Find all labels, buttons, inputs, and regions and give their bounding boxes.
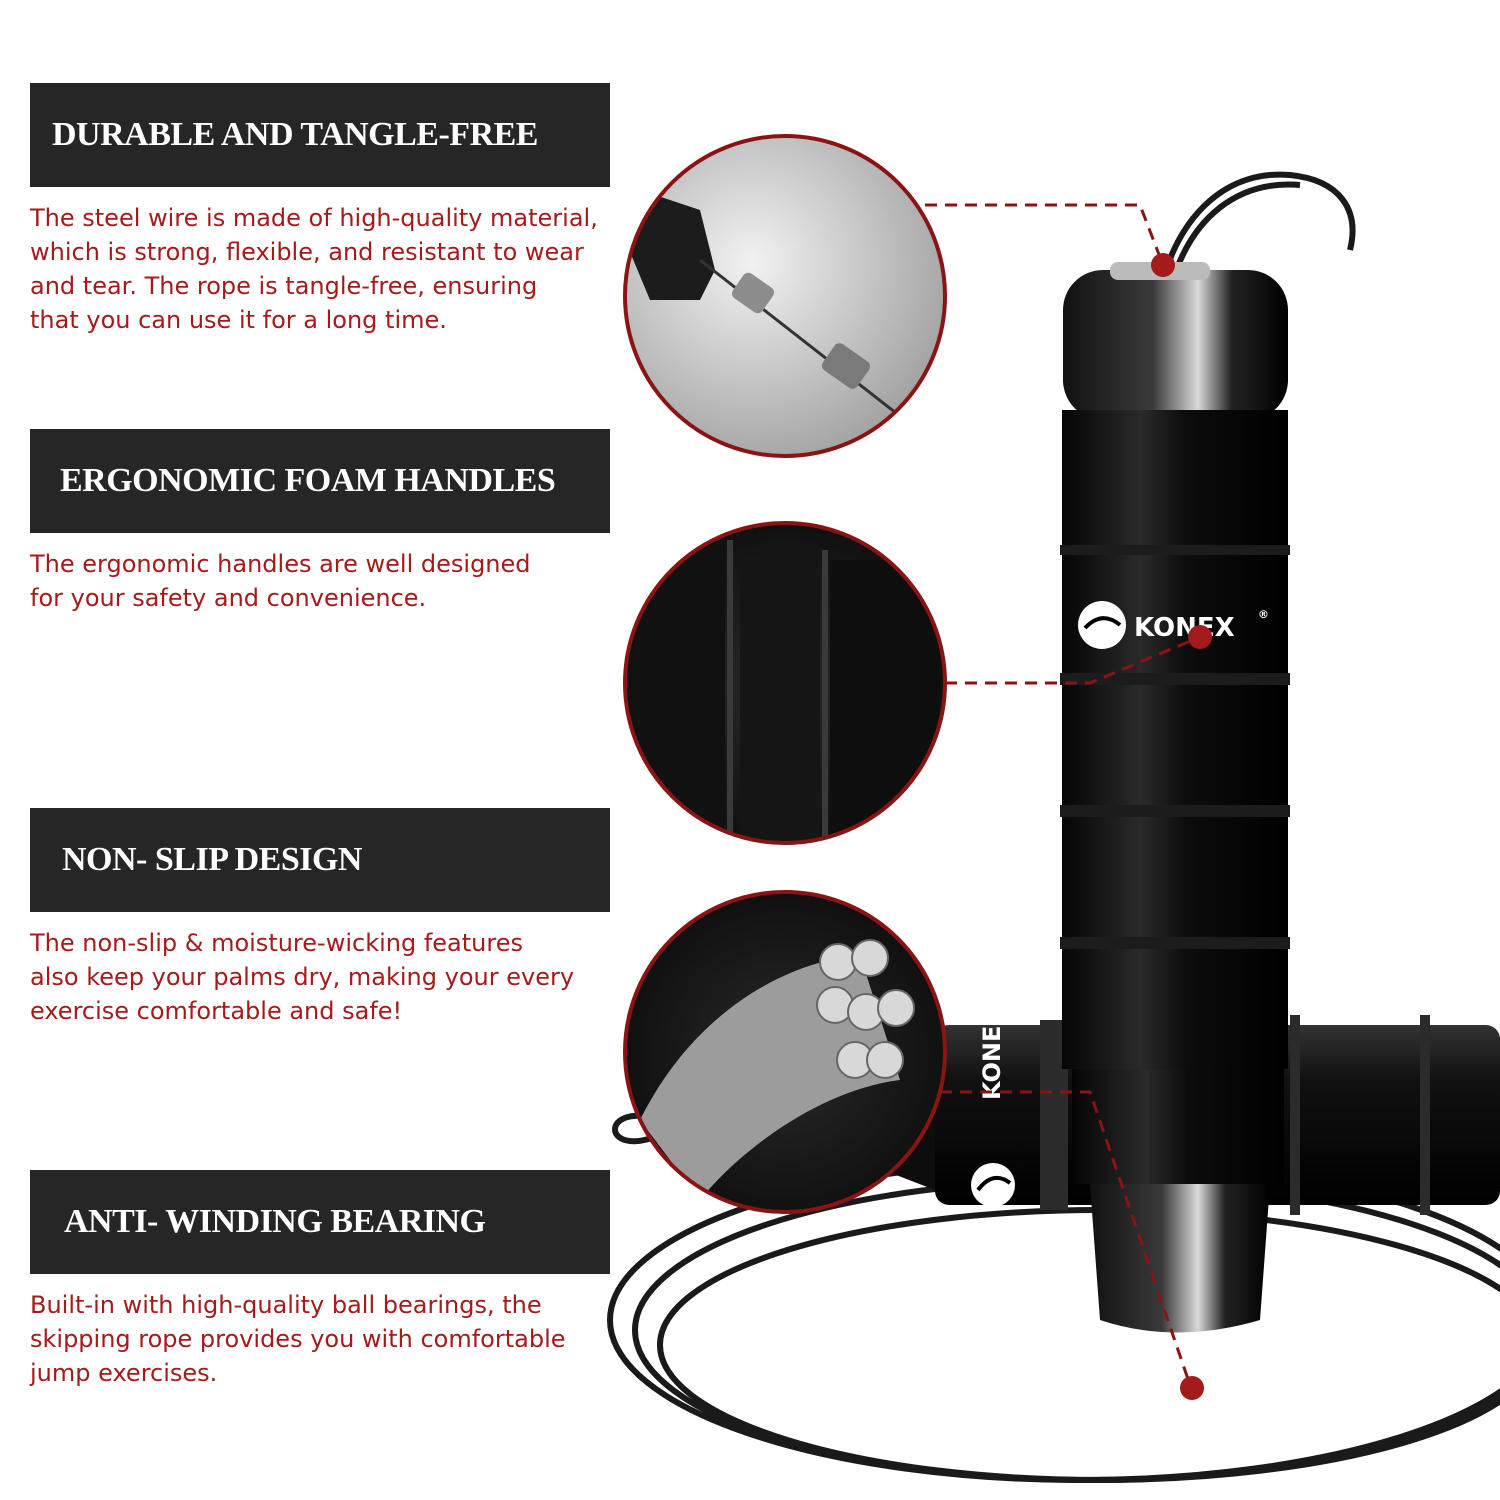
brand-text-horizontal: KONEX (978, 1007, 1006, 1100)
feature-banner: ANTI- WINDING BEARING (30, 1170, 610, 1274)
feature-description: Built-in with high-quality ball bearings… (30, 1288, 640, 1390)
desc-line: exercise comfortable and safe! (30, 997, 403, 1025)
desc-line: also keep your palms dry, making your ev… (30, 963, 575, 991)
feature-description: The steel wire is made of high-quality m… (30, 201, 640, 337)
desc-line: and tear. The rope is tangle-free, ensur… (30, 272, 538, 300)
brand-text-vertical: KONEX (1134, 613, 1235, 643)
desc-line: The non-slip & moisture-wicking features (30, 929, 523, 957)
desc-line: that you can use it for a long time. (30, 306, 447, 334)
callout-lines (925, 203, 1201, 1386)
detail-circle-cable (625, 892, 945, 1212)
feature-description: The non-slip & moisture-wicking features… (30, 926, 640, 1028)
detail-circle-steel-wire (625, 136, 945, 456)
feature-description: The ergonomic handles are well designed … (30, 547, 640, 615)
registered-mark: ® (1258, 608, 1269, 621)
brand-logo-icon (1078, 601, 1126, 649)
feature-ergonomic: ERGONOMIC FOAM HANDLES The ergonomic han… (30, 429, 630, 615)
detail-circle-foam-handle (625, 523, 945, 843)
desc-line: which is strong, flexible, and resistant… (30, 238, 584, 266)
feature-non-slip: NON- SLIP DESIGN The non-slip & moisture… (30, 808, 630, 1028)
feature-title: DURABLE AND TANGLE-FREE (52, 116, 538, 153)
feature-title: ERGONOMIC FOAM HANDLES (60, 462, 556, 499)
feature-banner: DURABLE AND TANGLE-FREE (30, 83, 610, 187)
callout-dot (1180, 1376, 1204, 1400)
desc-line: for your safety and convenience. (30, 584, 427, 612)
desc-line: Built-in with high-quality ball bearings… (30, 1291, 542, 1319)
feature-title: ANTI- WINDING BEARING (64, 1203, 486, 1240)
feature-banner: NON- SLIP DESIGN (30, 808, 610, 912)
callout-dot (1151, 253, 1175, 277)
feature-title: NON- SLIP DESIGN (62, 841, 362, 878)
desc-line: jump exercises. (30, 1359, 218, 1387)
desc-line: The steel wire is made of high-quality m… (30, 204, 598, 232)
desc-line: skipping rope provides you with comforta… (30, 1325, 566, 1353)
feature-anti-winding: ANTI- WINDING BEARING Built-in with high… (30, 1170, 630, 1390)
feature-banner: ERGONOMIC FOAM HANDLES (30, 429, 610, 533)
vertical-handle: KONEX ® (1060, 262, 1290, 1333)
callout-dot (1188, 625, 1212, 649)
desc-line: The ergonomic handles are well designed (30, 550, 531, 578)
feature-durable: DURABLE AND TANGLE-FREE The steel wire i… (30, 83, 630, 337)
